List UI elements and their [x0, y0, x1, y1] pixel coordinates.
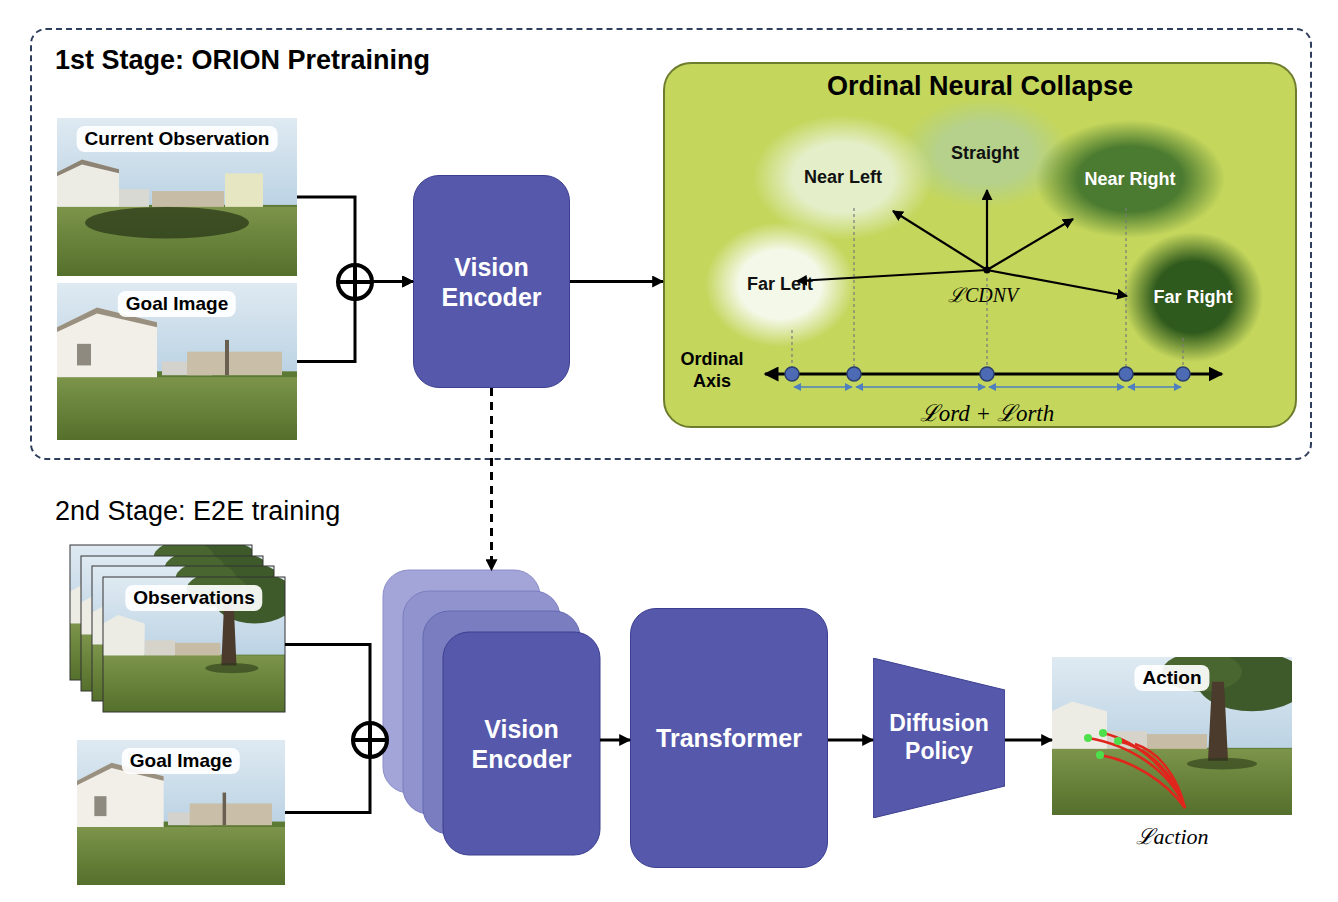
- trapezoid-fill: [873, 658, 1005, 818]
- policy-trapezoid: Diffusion Policy: [873, 658, 1005, 818]
- image-panel: Current Observation: [57, 118, 297, 276]
- image-panel: Goal Image: [77, 740, 285, 885]
- flow-arrow: [1005, 739, 1052, 742]
- image-label: Current Observation: [77, 126, 278, 152]
- class-vectors: [797, 190, 1127, 296]
- encoder-layer: [443, 632, 600, 855]
- sum-cross: [368, 723, 372, 757]
- cluster-label: Near Left: [804, 167, 882, 188]
- waypoint: [1084, 734, 1092, 742]
- class-vector: [987, 270, 1127, 296]
- spacing-arrow: [1128, 386, 1181, 388]
- cluster-label: Far Right: [1154, 287, 1233, 308]
- sum-symbol: [353, 723, 387, 757]
- encoder-stack: [383, 570, 600, 855]
- flow-arrow: [297, 282, 413, 362]
- trajectory: [1118, 741, 1185, 808]
- axis-point: [1119, 367, 1133, 381]
- ordinal-axis: [765, 373, 1222, 376]
- flow-arrow: [600, 739, 630, 742]
- cluster-label: Near Right: [1084, 169, 1175, 190]
- photo: [57, 283, 297, 440]
- transformer-box: Transformer: [630, 608, 828, 868]
- spacing-arrow: [794, 386, 852, 388]
- flow-arrow: [828, 739, 873, 742]
- guide-line: [1125, 208, 1126, 368]
- image-label: Action: [1134, 665, 1209, 691]
- axis-points: [785, 367, 1190, 381]
- axis-point: [847, 367, 861, 381]
- sum-cross: [338, 280, 372, 284]
- stage-title: 1st Stage: ORION Pretraining: [55, 45, 430, 76]
- encoder-box: Vision Encoder: [413, 175, 570, 388]
- guide-line: [1182, 338, 1183, 368]
- image-label: Goal Image: [122, 748, 240, 774]
- waypoints: [1084, 729, 1122, 759]
- class-vector: [986, 190, 988, 270]
- photo: [57, 118, 297, 276]
- axis-point: [785, 367, 799, 381]
- origin-point: [984, 267, 991, 274]
- loss-label: ℒCDNV: [948, 281, 1018, 308]
- axis-label: Ordinal Axis: [668, 348, 756, 392]
- axis-point: [980, 367, 994, 381]
- encoder-label: Vision Encoder: [443, 632, 600, 855]
- image-panel: Goal Image: [57, 283, 297, 440]
- collapse-panel: Ordinal Neural CollapseStraightNear Left…: [663, 62, 1297, 428]
- photo-stack: [70, 541, 296, 712]
- cluster-label: Straight: [951, 143, 1019, 164]
- loss-label: ℒord + ℒorth: [867, 396, 1107, 428]
- encoder-label: Vision Encoder: [414, 252, 569, 312]
- photo: [103, 573, 296, 712]
- photo-edge: [103, 577, 285, 712]
- sum-symbol: [338, 265, 372, 299]
- class-vector: [987, 219, 1073, 270]
- class-vector: [893, 211, 987, 270]
- class-cluster: Far Right: [1123, 232, 1263, 362]
- class-cluster: Near Right: [1035, 120, 1225, 238]
- flow-arrow: [285, 645, 383, 741]
- guide-line: [791, 330, 792, 368]
- stage-title: 2nd Stage: E2E training: [55, 496, 340, 527]
- spacing-arrow: [856, 386, 985, 388]
- image-panel: Observations: [103, 577, 285, 712]
- class-cluster: Far Left: [705, 222, 855, 347]
- waypoint: [1096, 751, 1104, 759]
- flow-arrow: [297, 197, 413, 282]
- waypoint: [1114, 737, 1122, 745]
- cluster-label: Far Left: [747, 274, 813, 295]
- flow-arrow: [285, 740, 383, 813]
- sum-cross: [353, 738, 387, 742]
- trajectories: [1088, 733, 1185, 808]
- class-vector: [797, 270, 987, 281]
- photo: [77, 740, 285, 885]
- image-label: Observations: [125, 585, 262, 611]
- trajectory: [1100, 755, 1185, 808]
- photo: [1052, 652, 1307, 815]
- flow-arrow: [570, 280, 663, 283]
- stage-frame: 1st Stage: ORION PretrainingCurrent Obse…: [30, 28, 1312, 460]
- guide-line: [986, 278, 987, 368]
- transformer-label: Transformer: [656, 723, 802, 753]
- trajectory: [1135, 744, 1185, 808]
- image-panel: Action: [1052, 657, 1292, 815]
- guide-line: [853, 208, 854, 368]
- image-label: Goal Image: [118, 291, 236, 317]
- spacing-arrow: [989, 386, 1124, 388]
- spacing-arrows: [794, 386, 1181, 388]
- loss-label: ℒaction: [1092, 820, 1252, 850]
- trajectory: [1088, 738, 1185, 808]
- sum-cross: [353, 265, 357, 299]
- sum-circle: [338, 265, 372, 299]
- waypoint: [1099, 729, 1107, 737]
- encoder-stack-box: Vision Encoder: [383, 570, 600, 855]
- guide-lines: [792, 208, 1183, 368]
- sum-circle: [353, 723, 387, 757]
- axis-point: [1176, 367, 1190, 381]
- policy-label: Diffusion Policy: [873, 710, 1005, 765]
- flow-arrow: [490, 388, 493, 570]
